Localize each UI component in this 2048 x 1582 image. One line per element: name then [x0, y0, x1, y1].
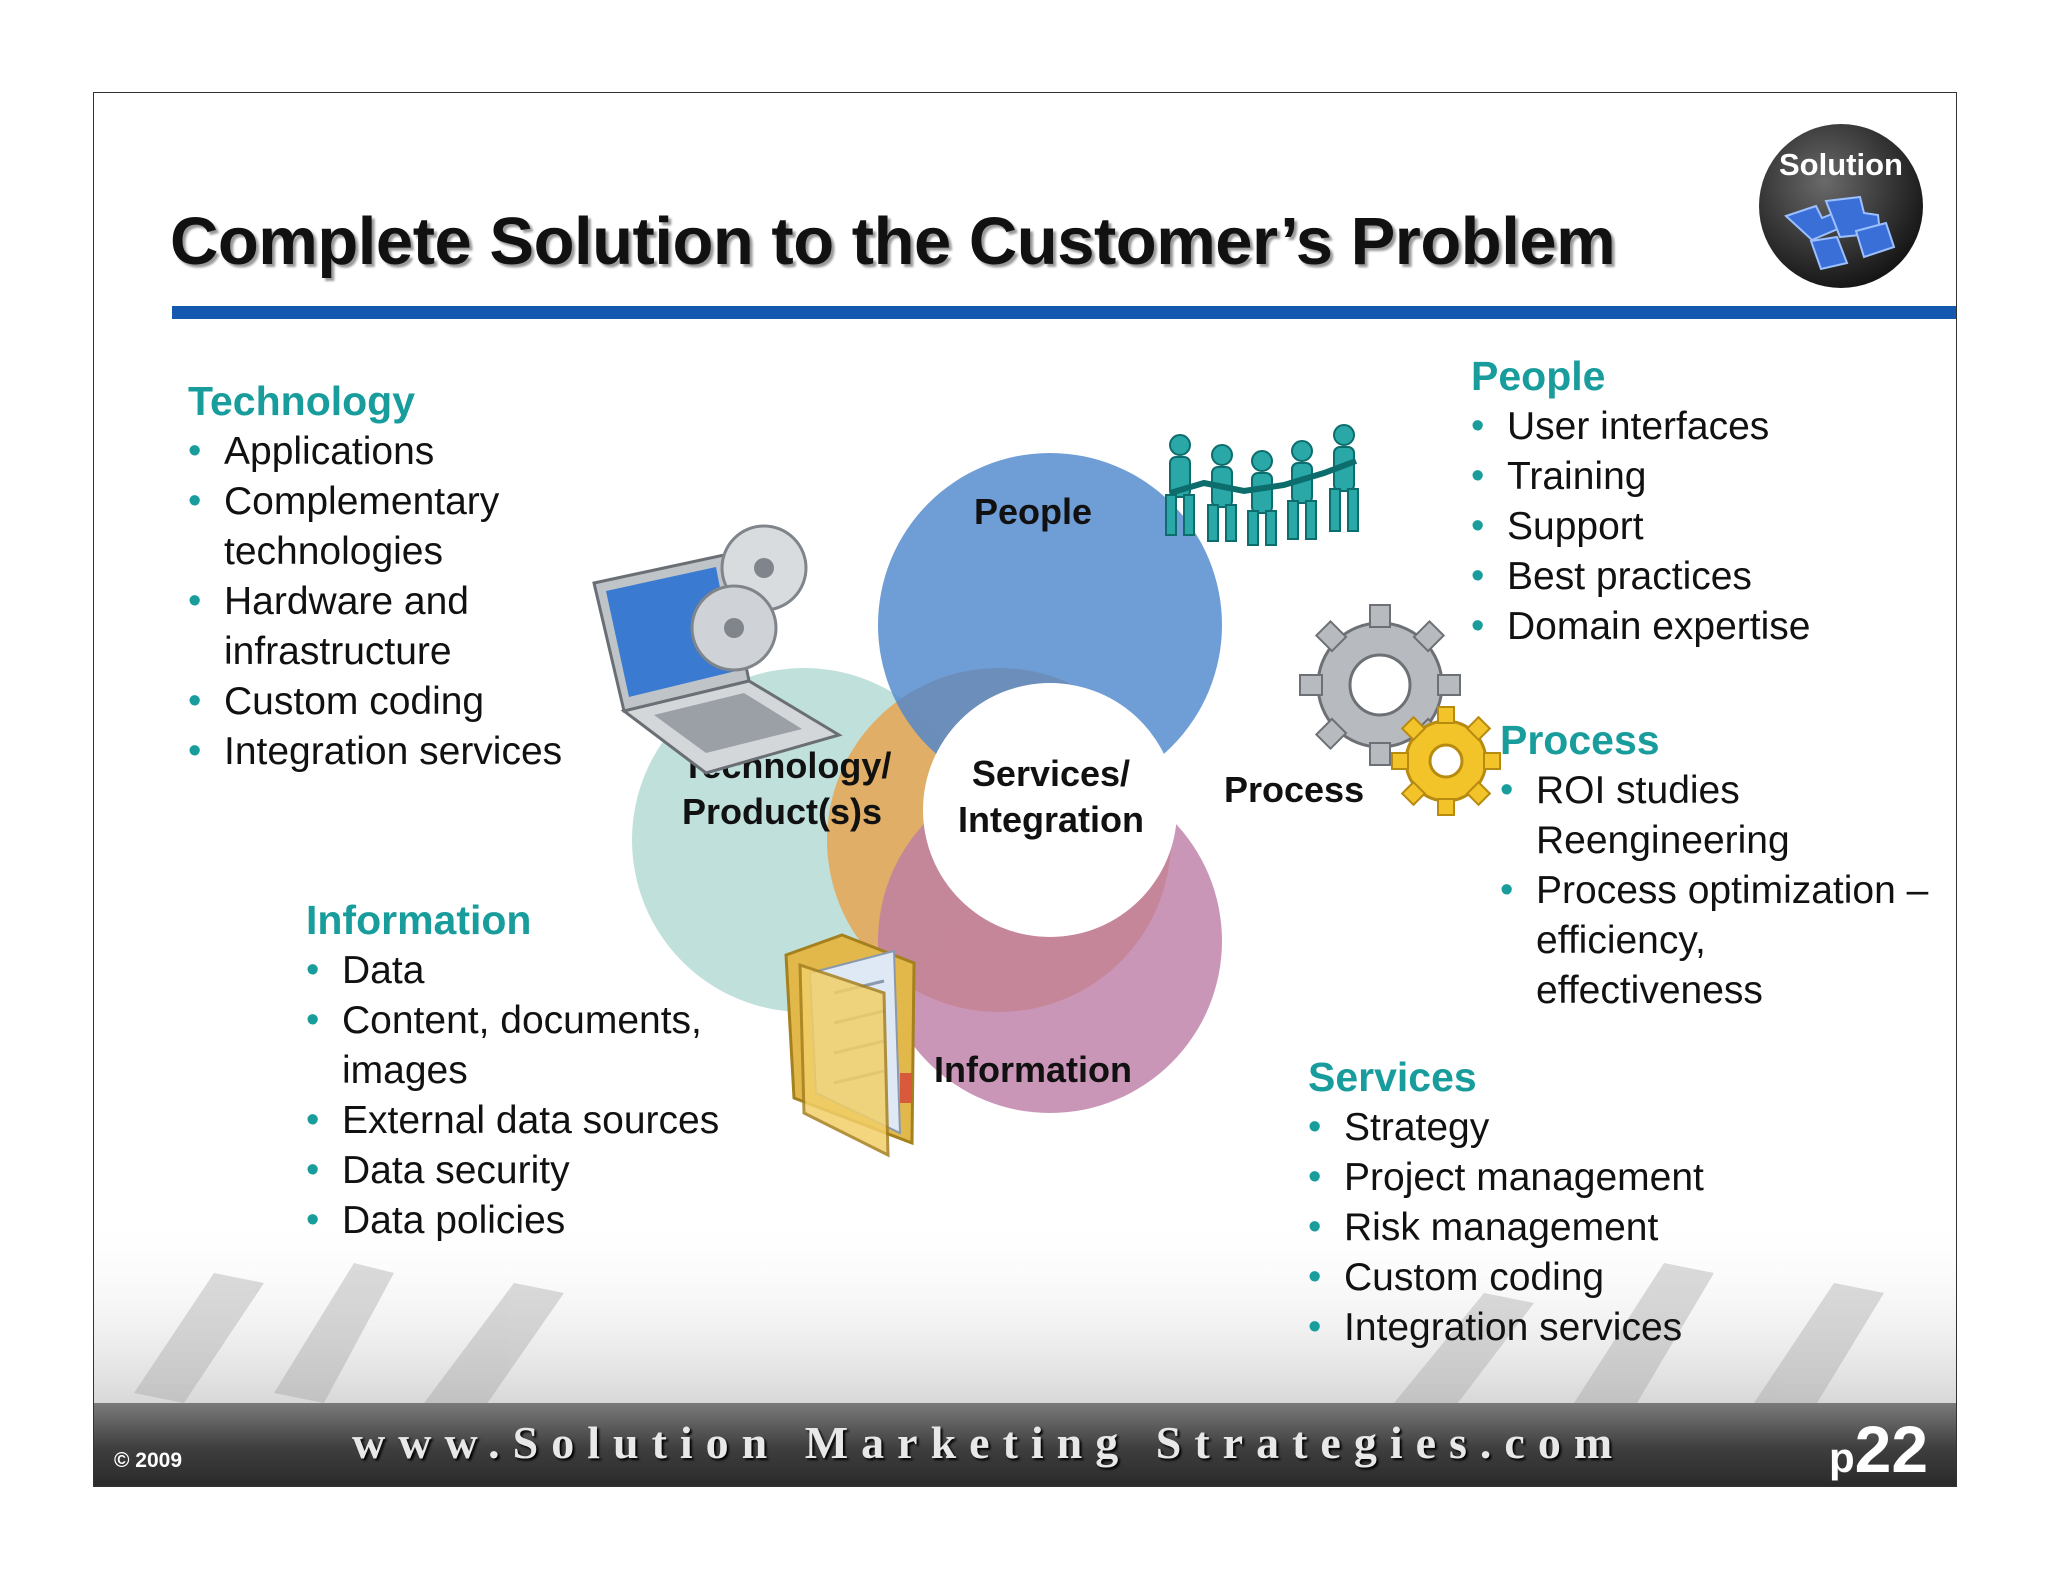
list-item: Integration services [188, 726, 562, 777]
process-list: ROI studies Reengineering Process optimi… [1500, 765, 1928, 1016]
page-number-value: 22 [1854, 1412, 1929, 1486]
process-circle-label: Process [1224, 769, 1365, 810]
list-item: Process optimization – [1500, 865, 1928, 916]
list-item: Data [306, 945, 719, 996]
page-number: p22 [1829, 1411, 1929, 1486]
list-item: Data policies [306, 1195, 719, 1246]
slide: Complete Solution to the Customer’s Prob… [93, 92, 1957, 1487]
list-item: Hardware and [188, 576, 562, 627]
page-title: Complete Solution to the Customer’s Prob… [170, 204, 1616, 279]
technology-list: Applications Complementary technologies … [188, 426, 562, 777]
information-list: Data Content, documents, images External… [306, 945, 719, 1246]
list-item: Project management [1308, 1152, 1704, 1203]
list-item: External data sources [306, 1095, 719, 1146]
list-item: Integration services [1308, 1302, 1704, 1353]
people-circle-label: People [974, 491, 1093, 532]
list-item: Custom coding [188, 676, 562, 727]
list-item: Reengineering [1536, 819, 1790, 862]
list-item: Domain expertise [1471, 601, 1810, 652]
center-label: Services/ Integration [918, 751, 1184, 843]
list-item: Support [1471, 501, 1810, 552]
list-item: Content, documents, [306, 995, 719, 1046]
list-item: Data security [306, 1145, 719, 1196]
center-label-line1: Services/ [971, 753, 1131, 794]
list-item: Complementary [188, 476, 562, 527]
list-item: Custom coding [1308, 1252, 1704, 1303]
process-heading: Process [1500, 717, 1660, 763]
folder-icon [784, 933, 916, 1158]
technology-heading: Technology [188, 378, 416, 424]
list-item: infrastructure [224, 630, 452, 673]
services-heading: Services [1308, 1054, 1477, 1100]
title-rule [172, 306, 1956, 319]
people-chain-icon [1165, 424, 1359, 546]
footer-bar [94, 1403, 1956, 1486]
technology-label-line2: Product(s)s [682, 791, 883, 832]
cd-icon [690, 524, 808, 672]
list-item: Training [1471, 451, 1810, 502]
people-heading: People [1471, 353, 1606, 399]
list-item: Applications [188, 426, 562, 477]
information-heading: Information [306, 897, 532, 943]
copyright: © 2009 [114, 1449, 183, 1472]
services-list: Strategy Project management Risk managem… [1308, 1102, 1704, 1353]
list-item: ROI studies [1500, 765, 1928, 816]
diagram-icons [592, 424, 1501, 1158]
list-item: images [342, 1049, 468, 1092]
page-number-prefix: p [1829, 1434, 1855, 1481]
center-circle [923, 683, 1177, 937]
information-circle-label: Information [934, 1049, 1132, 1090]
solution-badge: Solution [1756, 121, 1926, 291]
list-item: User interfaces [1471, 401, 1810, 452]
solution-puzzle-icon [1759, 124, 1923, 288]
list-item: Best practices [1471, 551, 1810, 602]
people-circle [878, 453, 1222, 797]
list-item: Risk management [1308, 1202, 1704, 1253]
badge-label: Solution [1779, 147, 1903, 182]
list-item: efficiency, [1536, 919, 1706, 962]
list-item: effectiveness [1536, 969, 1763, 1012]
footer-url: www.Solution Marketing Strategies.com [352, 1417, 1626, 1468]
list-item: technologies [224, 530, 443, 573]
list-item: Strategy [1308, 1102, 1704, 1153]
people-list: User interfaces Training Support Best pr… [1471, 401, 1810, 652]
gear-icon [1299, 604, 1501, 816]
center-label-line2: Integration [958, 799, 1144, 840]
